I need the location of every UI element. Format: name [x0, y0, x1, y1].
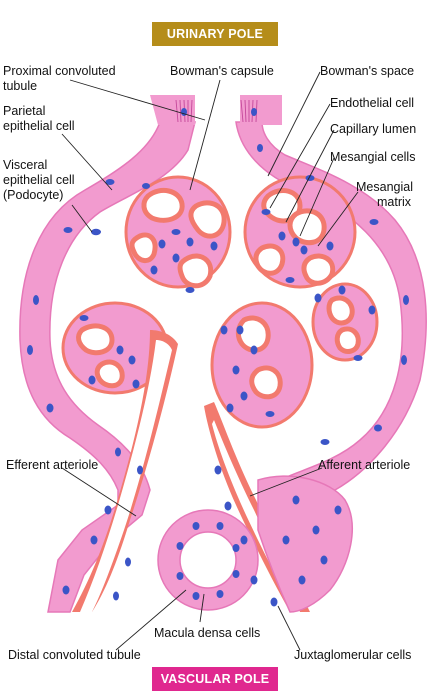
nuclei: [27, 108, 409, 607]
vascular-pole-banner: [152, 667, 278, 691]
urinary-pole-label: URINARY POLE: [166, 27, 264, 41]
label-mesangial-cells: Mesangial cells: [330, 150, 416, 164]
label-endothelial-cell: Endothelial cell: [330, 96, 415, 110]
label-visceral-line2: epithelial cell: [3, 173, 75, 187]
label-parietal-line1: Parietal: [3, 104, 46, 118]
label-efferent-arteriole: Efferent arteriole: [6, 458, 99, 472]
label-visceral-line3: (Podocyte): [3, 188, 64, 202]
vascular-pole-label: VASCULAR POLE: [160, 672, 270, 686]
label-pct-line1: Proximal convoluted: [3, 64, 116, 78]
efferent-arteriole: [72, 330, 178, 612]
glomerulus: [61, 175, 379, 429]
juxtaglomerular-cells: [257, 475, 353, 613]
label-capillary-lumen: Capillary lumen: [330, 122, 417, 136]
label-macula-densa: Macula densa cells: [154, 626, 261, 640]
brush-border: [175, 99, 258, 123]
label-mesangial-matrix-line1: Mesangial: [356, 180, 413, 194]
label-bowmans-capsule: Bowman's capsule: [170, 64, 274, 78]
label-visceral-line1: Visceral: [3, 158, 48, 172]
label-mesangial-matrix-line2: matrix: [377, 195, 412, 209]
leader-lines: [61, 71, 359, 651]
label-juxtaglomerular-cells: Juxtaglomerular cells: [294, 648, 412, 662]
distal-convoluted-tubule: [157, 509, 259, 611]
label-distal-tubule: Distal convoluted tubule: [8, 648, 141, 662]
label-parietal-line2: epithelial cell: [3, 119, 75, 133]
label-afferent-arteriole: Afferent arteriole: [318, 458, 411, 472]
urinary-pole-banner: [152, 22, 278, 46]
label-pct-line2: tubule: [3, 79, 38, 93]
label-bowmans-space: Bowman's space: [320, 64, 415, 78]
